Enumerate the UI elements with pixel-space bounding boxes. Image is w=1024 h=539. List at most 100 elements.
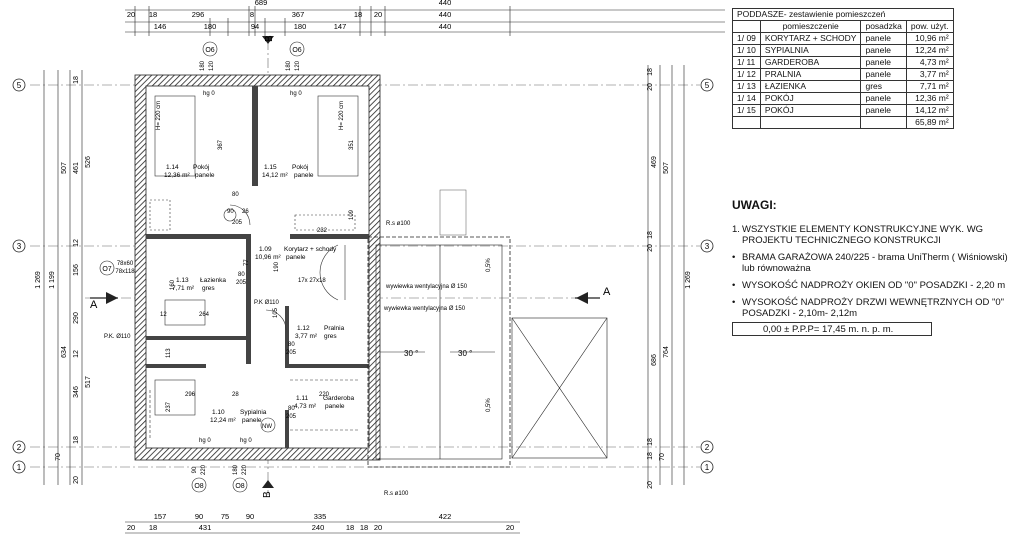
- table-cell: 10,96 m²: [905, 32, 954, 45]
- svg-text:Pokój: Pokój: [292, 164, 308, 171]
- room-label-1-14: 1.14 Pokój 12,36 m² panele: [164, 164, 215, 179]
- axis-marker-5: 5: [700, 78, 714, 92]
- svg-text:7,71 m²: 7,71 m²: [172, 285, 195, 292]
- note-item: • BRAMA GARAŻOWA 240/225 - brama UniTher…: [732, 252, 1017, 274]
- room-label-1-12: 1.12 Pralnia 3,77 m² gres: [295, 325, 345, 340]
- svg-text:4,73 m²: 4,73 m²: [294, 403, 317, 410]
- svg-text:H= 220 cm: H= 220 cm: [339, 101, 345, 130]
- svg-text:Łazienka: Łazienka: [200, 277, 226, 284]
- table-row: 1/ 09 KORYTARZ + SCHODY panele 10,96 m²: [732, 32, 954, 45]
- svg-text:17x 27x18: 17x 27x18: [298, 278, 326, 284]
- svg-text:120: 120: [295, 60, 301, 71]
- svg-text:517: 517: [85, 376, 92, 388]
- svg-text:H= 220 cm: H= 220 cm: [156, 101, 162, 130]
- svg-text:12: 12: [73, 239, 80, 247]
- bullet-icon: •: [732, 280, 736, 291]
- svg-text:20: 20: [647, 83, 654, 91]
- table-row: 1/ 14 POKÓJ panele 12,36 m²: [732, 92, 954, 105]
- svg-text:90: 90: [192, 466, 198, 473]
- svg-text:157: 157: [154, 512, 167, 521]
- svg-text:109: 109: [349, 209, 355, 220]
- table-cell: 7,71 m²: [905, 80, 954, 93]
- table-row: 1/ 11 GARDEROBA panele 4,73 m²: [732, 56, 954, 69]
- svg-text:20: 20: [374, 523, 382, 532]
- svg-text:526: 526: [85, 156, 92, 168]
- room-schedule-table: PODDASZE- zestawienie pomieszczeń pomies…: [732, 8, 954, 129]
- svg-text:P.K. Ø110: P.K. Ø110: [104, 334, 131, 340]
- bullet-icon: •: [732, 297, 736, 308]
- svg-text:12: 12: [73, 350, 80, 358]
- notes-section: UWAGI: 1. WSZYSTKIE ELEMENTY KONSTRUKCYJ…: [732, 198, 1017, 325]
- svg-text:5: 5: [17, 81, 22, 90]
- svg-text:R.s ø100: R.s ø100: [384, 491, 409, 497]
- svg-text:78x60: 78x60: [117, 261, 134, 267]
- svg-text:18: 18: [346, 523, 354, 532]
- svg-text:10,96 m²: 10,96 m²: [255, 254, 281, 261]
- table-cell: 1/ 13: [732, 80, 761, 93]
- table-caption-row: PODDASZE- zestawienie pomieszczeń: [732, 8, 954, 21]
- svg-text:156: 156: [73, 264, 80, 276]
- svg-text:panele: panele: [286, 254, 306, 261]
- svg-text:O7: O7: [102, 266, 111, 273]
- svg-text:80: 80: [238, 272, 245, 278]
- svg-text:panele: panele: [325, 403, 345, 410]
- table-cell: GARDEROBA: [759, 56, 862, 69]
- dim-top: 367: [292, 10, 305, 19]
- svg-text:160: 160: [170, 279, 176, 290]
- section-mark-b-top: B: [262, 35, 275, 44]
- top-dimension-lines: [125, 6, 725, 36]
- note-text: WSZYSTKIE ELEMENTY KONSTRUKCYJNE WYK. WG…: [742, 224, 984, 246]
- svg-text:12,36 m²: 12,36 m²: [164, 172, 190, 179]
- svg-text:20: 20: [647, 481, 654, 489]
- svg-text:205: 205: [232, 220, 243, 226]
- svg-text:A: A: [90, 299, 98, 311]
- svg-text:190: 190: [274, 261, 280, 272]
- table-cell: PRALNIA: [759, 68, 862, 81]
- svg-text:gres: gres: [324, 333, 337, 340]
- axis-marker-3: 3: [700, 239, 714, 253]
- svg-text:2: 2: [705, 443, 710, 452]
- bullet-icon: •: [732, 252, 736, 263]
- dim-top: 180: [294, 22, 307, 31]
- svg-text:634: 634: [61, 346, 68, 358]
- svg-text:12,24 m²: 12,24 m²: [210, 417, 236, 424]
- svg-text:686: 686: [651, 354, 658, 366]
- svg-text:18: 18: [647, 438, 654, 446]
- table-cell: panele: [860, 104, 907, 117]
- svg-text:240: 240: [312, 523, 325, 532]
- axis-markers-left: 5 3 2 1: [12, 78, 26, 474]
- svg-text:469: 469: [651, 156, 658, 168]
- svg-text:335: 335: [314, 512, 327, 521]
- floor-plan-drawing: 5 3 2 1 5 3 2 1 689 440 20 18 296 8 367 …: [12, 0, 725, 534]
- svg-text:180: 180: [233, 464, 239, 475]
- table-cell: panele: [860, 44, 907, 57]
- svg-text:290: 290: [73, 312, 80, 324]
- svg-text:3: 3: [705, 242, 710, 251]
- svg-text:18: 18: [647, 231, 654, 239]
- table-total: 65,89 m²: [905, 116, 954, 129]
- svg-text:70: 70: [55, 453, 62, 461]
- table-total-row: 65,89 m²: [732, 116, 954, 129]
- svg-text:18: 18: [73, 76, 80, 84]
- svg-text:hg 0: hg 0: [199, 438, 211, 444]
- table-cell: 1/ 15: [732, 104, 761, 117]
- table-row: 1/ 10 SYPIALNIA panele 12,24 m²: [732, 44, 954, 57]
- room-furniture: [149, 95, 360, 440]
- level-reference-box: 0,00 ± P.P.P= 17,45 m. n. p. m.: [732, 322, 932, 336]
- svg-text:20: 20: [506, 523, 514, 532]
- note-item: 1. WSZYSTKIE ELEMENTY KONSTRUKCYJNE WYK.…: [732, 224, 1017, 246]
- dim-top: 296: [192, 10, 205, 19]
- svg-text:hg 0: hg 0: [240, 438, 252, 444]
- svg-text:Korytarz + schody: Korytarz + schody: [284, 246, 337, 253]
- svg-text:18: 18: [647, 452, 654, 460]
- svg-text:28: 28: [232, 392, 239, 398]
- svg-text:1: 1: [17, 463, 22, 472]
- table-cell: 1/ 14: [732, 92, 761, 105]
- axis-marker-3: 3: [12, 239, 26, 253]
- svg-text:180: 180: [200, 60, 206, 71]
- table-header: [732, 20, 761, 33]
- svg-text:0,5%: 0,5%: [486, 398, 492, 412]
- dim-top: 180: [204, 22, 217, 31]
- axis-marker-5: 5: [12, 78, 26, 92]
- dim-top: 94: [251, 22, 259, 31]
